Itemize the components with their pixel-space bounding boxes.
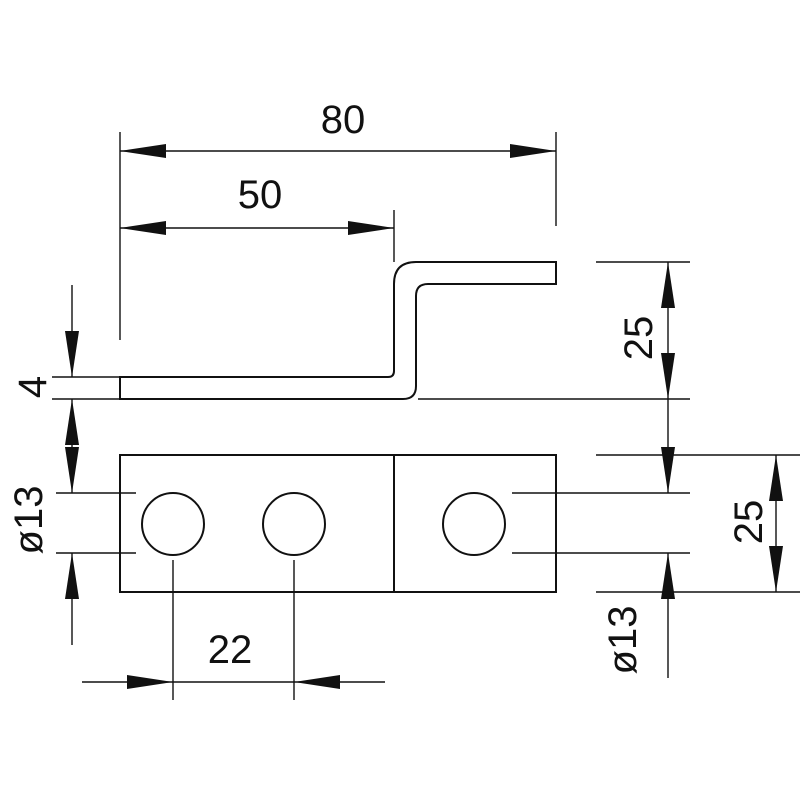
dim-width: 25 [596,454,800,593]
dim-thickness: 4 [11,285,120,455]
dim-offset-height-label: 25 [617,316,661,361]
dim-hole-spacing-label: 22 [208,628,253,672]
dim-offset-height: 25 [418,261,690,400]
hole-1 [141,492,205,556]
dim-hole-diameter-right: ø13 [512,399,690,678]
dim-offset-length: 50 [120,173,395,262]
side-view-profile [119,261,557,400]
dim-hole-diameter-left: ø13 [7,447,136,645]
dim-total-length: 80 [119,98,557,340]
dim-offset-length-label: 50 [238,173,283,217]
dim-width-label: 25 [727,500,771,545]
dim-hole-diameter-left-label: ø13 [7,486,51,555]
top-view-plate [119,454,557,593]
dim-hole-diameter-right-label: ø13 [601,606,645,675]
hole-3 [442,492,506,556]
dim-total-length-label: 80 [321,98,366,142]
dim-hole-spacing: 22 [82,560,385,700]
hole-2 [262,492,326,556]
dim-thickness-label: 4 [11,376,55,398]
